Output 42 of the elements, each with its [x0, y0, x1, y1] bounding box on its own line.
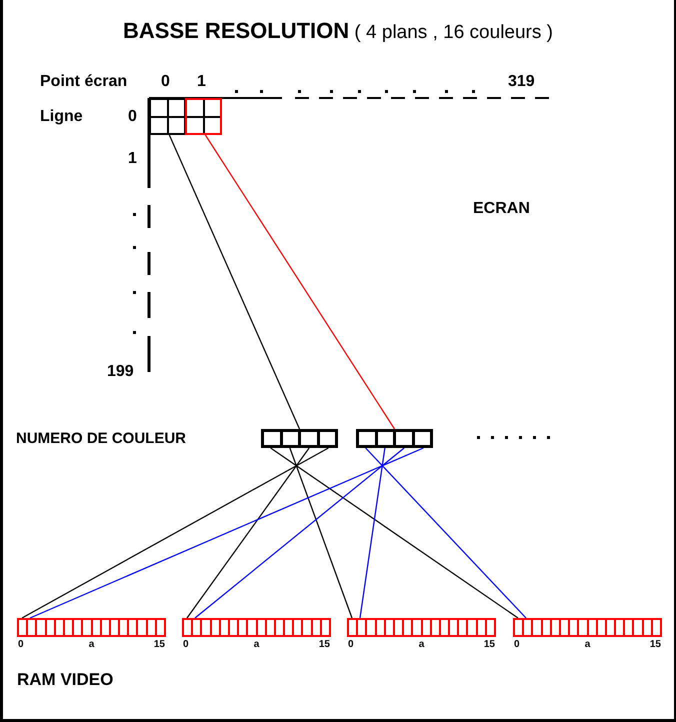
bit-index: 0: [348, 640, 354, 650]
axis-label: 1: [128, 151, 137, 167]
connector-line: [194, 448, 404, 618]
bit-index: 15: [484, 640, 495, 650]
connector-line: [168, 134, 300, 430]
memory-word: [17, 618, 166, 637]
axis-label: NUMERO DE COULEUR: [16, 431, 186, 446]
color-number-register: [356, 429, 433, 448]
bit-index: 15: [154, 640, 165, 650]
connector-line: [359, 448, 386, 618]
memory-word: [347, 618, 496, 637]
connector-line: [30, 447, 424, 619]
axis-label: Point écran: [40, 74, 128, 90]
connector-line: [204, 134, 395, 430]
axis-label: ECRAN: [473, 201, 530, 217]
connector-line: [186, 448, 310, 618]
bit-index: a: [418, 640, 424, 650]
pixel-cell: [185, 98, 222, 135]
pixel-grid: [149, 98, 186, 135]
diagram-title: BASSE RESOLUTION ( 4 plans , 16 couleurs ): [122, 18, 554, 44]
memory-word: [182, 618, 331, 637]
bit-index: 15: [318, 640, 330, 650]
connector-line: [365, 448, 526, 618]
axis-label: 0: [128, 109, 137, 125]
connector-line: [270, 448, 518, 618]
axis-label: 1: [197, 74, 206, 90]
axis-label: RAM VIDEO: [17, 671, 114, 688]
bit-index: 0: [514, 640, 520, 650]
bit-index: 15: [650, 640, 661, 650]
connector-line: [22, 447, 329, 619]
axis-label: Ligne: [40, 109, 83, 125]
bit-index: 0: [183, 640, 189, 650]
bit-index: a: [584, 640, 590, 650]
bit-index: a: [254, 640, 260, 650]
axis-label: 199: [107, 364, 134, 380]
memory-word: [513, 618, 662, 637]
color-number-register: [261, 429, 338, 448]
axis-label: 0: [161, 74, 170, 90]
connector-line: [289, 448, 353, 618]
bit-index: 0: [18, 640, 24, 650]
bit-index: a: [88, 640, 94, 650]
axis-label: 319: [508, 74, 535, 90]
